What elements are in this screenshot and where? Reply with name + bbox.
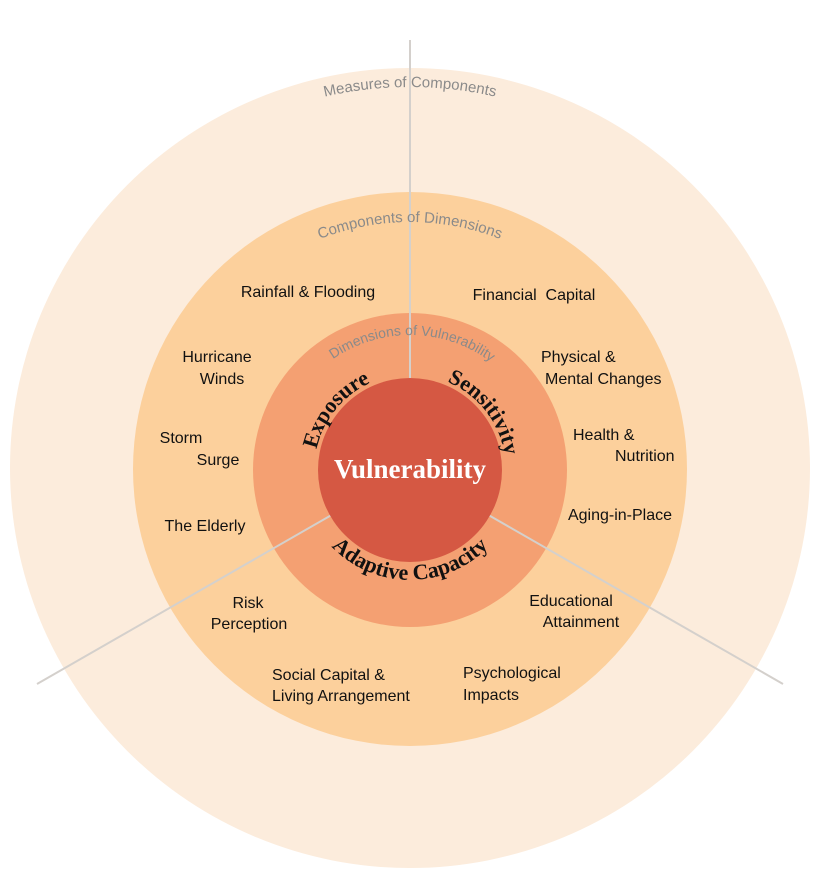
arc-glyph: s — [393, 322, 401, 339]
component-hurricane-line2: Winds — [200, 371, 244, 388]
component-health-line1: Health & — [573, 427, 635, 444]
arc-glyph — [401, 322, 406, 338]
arc-glyph: i — [472, 340, 482, 356]
arc-glyph: m — [334, 217, 351, 237]
component-risk-line1: Risk — [232, 595, 264, 612]
arc-glyph: e — [398, 559, 410, 585]
arc-glyph: o — [450, 76, 460, 94]
component-physical-line1: Physical & — [541, 349, 616, 366]
component-health-line2: Nutrition — [615, 448, 675, 465]
arc-glyph — [403, 209, 408, 226]
arc-glyph: m — [437, 211, 452, 230]
arc-glyph: o — [407, 209, 415, 226]
arc-glyph: i — [373, 326, 380, 342]
component-hurricane-line1: Hurricane — [182, 349, 251, 366]
arc-glyph: n — [364, 212, 375, 230]
component-financial: Financial Capital — [473, 287, 596, 304]
arc-glyph: l — [475, 341, 486, 356]
arc-glyph: a — [425, 556, 441, 583]
component-education-line1: Educational — [529, 593, 613, 610]
arc-glyph: p — [347, 215, 359, 233]
arc-glyph: f — [402, 74, 407, 91]
component-storm-line1: Storm — [160, 430, 203, 447]
arc-glyph: l — [437, 325, 443, 341]
arc-glyph: o — [422, 74, 431, 91]
component-psychological-line2: Impacts — [463, 687, 519, 704]
arc-glyph: i — [473, 218, 481, 235]
component-psychological-line1: Psychological — [463, 665, 561, 682]
arc-glyph: C — [411, 74, 422, 91]
arc-glyph: n — [459, 77, 470, 95]
arc-glyph: C — [411, 558, 429, 584]
component-elderly: The Elderly — [165, 518, 246, 535]
arc-glyph: t — [390, 209, 396, 226]
core-label: Vulnerability — [334, 454, 487, 484]
arc-glyph: v — [386, 558, 401, 584]
arc-glyph: M — [322, 81, 338, 100]
arc-glyph: f — [413, 322, 418, 338]
component-physical-line2: Mental Changes — [545, 371, 662, 388]
arc-glyph: r — [454, 331, 464, 348]
arc-glyph: u — [429, 324, 439, 341]
arc-glyph: e — [373, 211, 383, 229]
arc-glyph: s — [366, 327, 377, 344]
arc-glyph: i — [380, 557, 392, 583]
arc-glyph: e — [467, 79, 478, 97]
arc-glyph: f — [415, 209, 421, 226]
arc-glyph: u — [359, 76, 369, 94]
arc-glyph: n — [458, 214, 470, 232]
component-risk-line2: Perception — [211, 616, 288, 633]
arc-glyph: m — [430, 75, 444, 93]
arc-glyph: n — [475, 80, 486, 98]
components-title: Components of Dimensions — [315, 209, 504, 243]
arc-glyph: o — [394, 74, 403, 91]
component-labels: Rainfall & Flooding Hurricane Winds Stor… — [160, 284, 675, 705]
arc-glyph: s — [382, 75, 391, 92]
arc-glyph: s — [352, 77, 362, 95]
arc-glyph: D — [423, 209, 435, 227]
arc-glyph: E — [297, 429, 325, 450]
arc-glyph: p — [442, 75, 452, 93]
arc-glyph: o — [376, 324, 387, 341]
arc-glyph: s — [466, 216, 477, 234]
arc-glyph: r — [368, 76, 375, 93]
arc-glyph: n — [440, 326, 452, 343]
component-social-line2: Living Arrangement — [272, 688, 410, 705]
arc-glyph: e — [373, 75, 383, 93]
arc-glyph: t — [483, 81, 491, 99]
dimensions-title: Dimensions of Vulnerability — [326, 322, 498, 364]
component-rainfall: Rainfall & Flooding — [241, 284, 375, 301]
arc-glyph: o — [356, 213, 367, 231]
arc-glyph: V — [420, 323, 432, 340]
arc-glyph: n — [382, 210, 392, 228]
arc-glyph: s — [395, 209, 403, 226]
measures-title: Measures of Components — [322, 74, 498, 101]
arc-glyph: y — [498, 440, 525, 456]
component-education-line2: Attainment — [543, 614, 620, 631]
component-social-line1: Social Capital & — [272, 667, 385, 684]
arc-glyph: e — [335, 80, 346, 98]
arc-glyph — [419, 209, 424, 226]
arc-glyph: n — [385, 323, 395, 340]
arc-glyph: i — [478, 343, 489, 358]
component-aging: Aging-in-Place — [568, 507, 672, 524]
arc-glyph — [407, 74, 411, 91]
arc-glyph: e — [450, 213, 461, 231]
component-storm-line2: Surge — [197, 452, 240, 469]
arc-glyph: a — [343, 78, 355, 96]
arc-glyph: i — [434, 210, 439, 227]
arc-glyph: s — [487, 82, 498, 100]
arc-glyph: o — [405, 322, 413, 338]
core-circle — [318, 378, 502, 562]
arc-glyph — [389, 74, 394, 91]
arc-glyph: i — [335, 341, 346, 356]
